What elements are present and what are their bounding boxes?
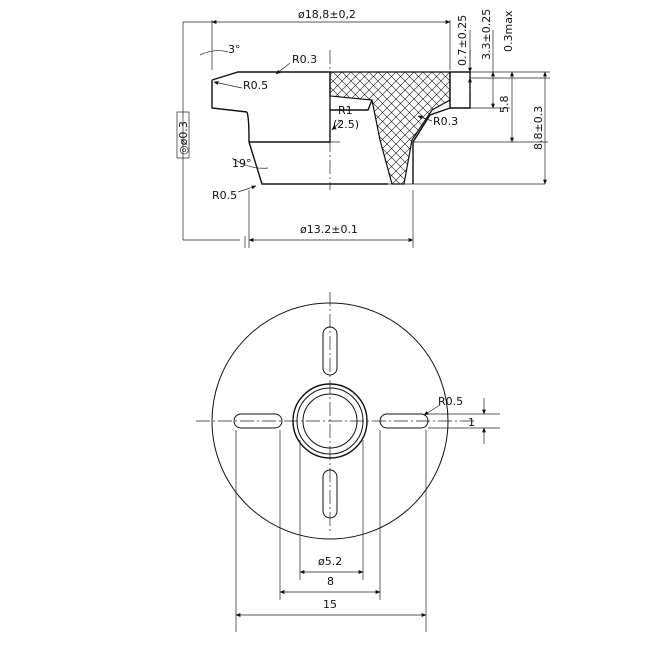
dim-shank-diameter: ø13.2±0.1 <box>300 223 358 236</box>
bore-inner <box>302 393 358 449</box>
section-dimension-lines <box>211 20 547 242</box>
slot-left <box>233 413 283 429</box>
angle-draft-top: 3° <box>228 43 241 56</box>
plan-dimension-lines <box>235 398 486 617</box>
plan-extension-lines <box>235 413 500 632</box>
dim-height-total: 8.8±0.3 <box>532 106 545 150</box>
dim-hole-diameter: ø5.2 <box>318 555 342 568</box>
slot-right <box>379 413 429 429</box>
radius-inner: R1 <box>338 104 353 117</box>
dim-outer-diameter: ø18,8±0,2 <box>298 8 356 21</box>
slot-top <box>322 326 338 376</box>
section-extension-lines <box>182 20 550 248</box>
slot-bottom <box>322 469 338 519</box>
bore-middle <box>296 387 364 455</box>
flatness-frame <box>176 111 190 159</box>
radius-top: R0.3 <box>292 53 317 66</box>
dim-slot-span: 15 <box>323 598 337 611</box>
radius-edge: R0.5 <box>243 79 268 92</box>
dim-head-offset: 3.3±0.25 <box>480 9 493 60</box>
dim-tolerance-max: 0.3max <box>502 10 515 52</box>
dim-lip-thickness: 0.7±0.25 <box>456 15 469 66</box>
section-view: ø18,8±0,2 ø13.2±0.1 8.8±0.3 5.8 3.3±0.25… <box>176 8 550 248</box>
dim-inner-span: 8 <box>327 575 334 588</box>
radius-root: R0.3 <box>433 115 458 128</box>
dim-slot-width: 1 <box>468 416 475 429</box>
radius-inner-ref: (2.5) <box>333 118 359 131</box>
radius-bottom: R0.5 <box>212 189 237 202</box>
section-leaders <box>199 50 433 193</box>
dim-height-step: 5.8 <box>498 96 511 114</box>
bore-outer <box>292 383 368 459</box>
dim-slot-radius: R0.5 <box>438 395 463 408</box>
flatness-symbol: ◎ø0.3 <box>177 121 190 155</box>
plan-view: ø5.2 8 15 R0.5 1 <box>196 292 500 632</box>
hatched-seal <box>329 71 451 185</box>
angle-draft-side: 19° <box>232 157 252 170</box>
